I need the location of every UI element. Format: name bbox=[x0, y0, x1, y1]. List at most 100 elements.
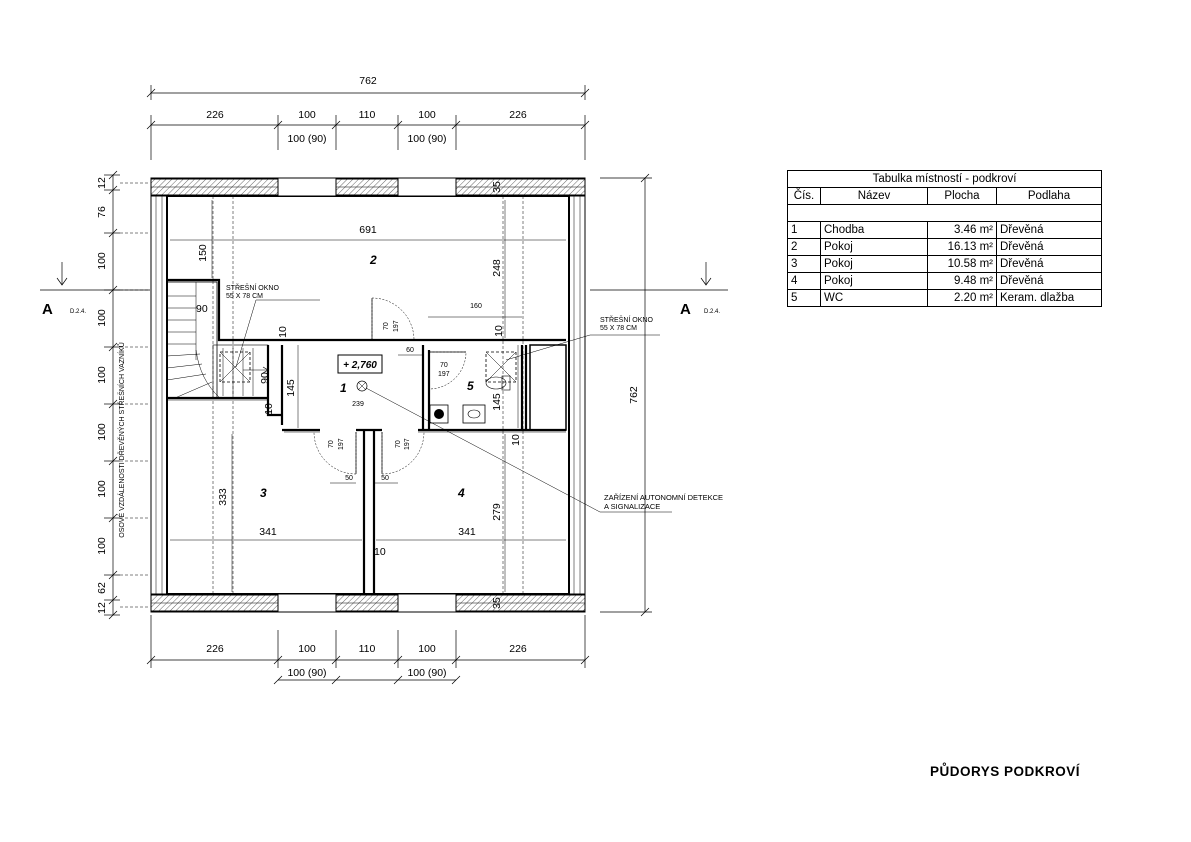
dim-10e: 10 bbox=[374, 546, 386, 558]
cell-name: Pokoj bbox=[820, 272, 928, 290]
section-ref-left: D.2.4. bbox=[70, 309, 86, 315]
interior-dimensions: 691 150 248 90 10 145 90 10 60 160 10 14… bbox=[170, 181, 566, 609]
room-number-3: 3 bbox=[260, 486, 267, 500]
dim-left-4: 100 bbox=[96, 309, 108, 327]
room-table-header-name: Název bbox=[820, 187, 928, 205]
cell-name: WC bbox=[820, 289, 928, 307]
dim-left-8: 100 bbox=[96, 537, 108, 555]
table-row: 4 Pokoj 9.48 m² Dřevěná bbox=[787, 272, 1102, 290]
dim-top-1: 226 bbox=[206, 109, 224, 121]
dim-10c: 10 bbox=[493, 325, 505, 337]
section-letter-left: A bbox=[42, 301, 53, 318]
cell-number: 5 bbox=[787, 289, 821, 307]
dim-bottom-3: 110 bbox=[359, 643, 376, 655]
dim-60: 60 bbox=[406, 347, 414, 354]
dim-left-1: 12 bbox=[96, 177, 108, 189]
dim-10b: 10 bbox=[263, 403, 275, 415]
table-row: 5 WC 2.20 m² Keram. dlažba bbox=[787, 289, 1102, 307]
left-axis-label: OSOVÉ VZDÁLENOSTI DŘEVĚNÝCH STŘEŠNÍCH VA… bbox=[117, 342, 126, 538]
door1-w: 70 bbox=[383, 322, 390, 330]
roof-windows bbox=[150, 178, 586, 612]
cell-floor: Dřevěná bbox=[996, 272, 1102, 290]
dim-left-5: 100 bbox=[96, 366, 108, 384]
dim-left-2: 76 bbox=[96, 206, 108, 218]
dim-150: 150 bbox=[197, 244, 209, 262]
room-table-header-area: Plocha bbox=[927, 187, 997, 205]
smoke-detector bbox=[356, 380, 672, 513]
dim-333: 333 bbox=[217, 488, 229, 506]
cell-number: 4 bbox=[787, 272, 821, 290]
outer-walls bbox=[150, 177, 586, 613]
door4-h: 197 bbox=[404, 438, 411, 450]
dim-50b: 50 bbox=[381, 475, 389, 482]
dim-341b: 341 bbox=[458, 526, 476, 538]
dim-279: 279 bbox=[491, 503, 503, 521]
cell-area: 9.48 m² bbox=[927, 272, 997, 290]
cell-area: 16.13 m² bbox=[927, 238, 997, 256]
roof-structure-lines bbox=[155, 196, 581, 594]
dim-right-total: 762 bbox=[628, 386, 640, 404]
level-mark-text: + 2,760 bbox=[343, 360, 377, 371]
dim-top-sub-2: 100 (90) bbox=[407, 133, 446, 145]
detector-label-line2: A SIGNALIZACE bbox=[604, 502, 660, 511]
cell-name: Pokoj bbox=[820, 255, 928, 273]
dim-bottom-sub-1: 100 (90) bbox=[287, 667, 326, 679]
cell-floor: Dřevěná bbox=[996, 238, 1102, 256]
cell-area: 3.46 m² bbox=[927, 221, 997, 239]
dim-35b: 35 bbox=[491, 597, 503, 609]
dim-90b: 90 bbox=[259, 372, 271, 384]
doors bbox=[313, 297, 467, 475]
cell-number: 2 bbox=[787, 238, 821, 256]
dim-top-sub-1: 100 (90) bbox=[287, 133, 326, 145]
dim-left-7: 100 bbox=[96, 480, 108, 498]
room-table-title: Tabulka místností - podkroví bbox=[787, 170, 1102, 188]
dim-691: 691 bbox=[359, 224, 377, 236]
dim-145b: 145 bbox=[491, 393, 503, 411]
cell-area: 2.20 m² bbox=[927, 289, 997, 307]
right-dimension: 762 bbox=[600, 173, 652, 617]
dim-35a: 35 bbox=[491, 181, 503, 193]
dim-248: 248 bbox=[491, 259, 503, 277]
left-dimension-chain: 12 76 100 100 100 100 100 100 62 12 OSOV… bbox=[96, 170, 150, 620]
roof-window-1-size: 55 X 78 CM bbox=[226, 293, 263, 300]
cell-floor: Dřevěná bbox=[996, 255, 1102, 273]
roof-window-marker-1 bbox=[219, 299, 320, 383]
dim-left-3: 100 bbox=[96, 252, 108, 270]
room-table: Tabulka místností - podkroví Čís. Název … bbox=[787, 170, 1102, 307]
cell-number: 1 bbox=[787, 221, 821, 239]
section-letter-right: A bbox=[680, 301, 691, 318]
room-number-1: 1 bbox=[340, 381, 347, 395]
dim-left-9: 62 bbox=[96, 582, 108, 594]
cell-name: Chodba bbox=[820, 221, 928, 239]
roof-window-2-label: STŘEŠNÍ OKNO bbox=[600, 315, 653, 324]
top-dimension-chains: 762 226 100 110 100 226 100 (90) 100 (90… bbox=[146, 75, 590, 160]
door4-w: 70 bbox=[395, 440, 402, 448]
door2-w: 70 bbox=[440, 362, 448, 369]
wc-fixtures bbox=[429, 375, 511, 424]
dim-top-3: 110 bbox=[359, 109, 376, 121]
door3-w: 70 bbox=[328, 440, 335, 448]
dim-bottom-2: 100 bbox=[298, 643, 316, 655]
dim-bottom-5: 226 bbox=[509, 643, 527, 655]
cell-floor: Keram. dlažba bbox=[996, 289, 1102, 307]
door2-h: 197 bbox=[438, 371, 450, 378]
room-numbers: 1 2 3 4 5 bbox=[260, 253, 474, 500]
section-mark-right: A D.2.4. bbox=[590, 262, 728, 318]
section-ref-right: D.2.4. bbox=[704, 309, 720, 315]
dim-top-5: 226 bbox=[509, 109, 527, 121]
dim-bottom-sub-2: 100 (90) bbox=[407, 667, 446, 679]
dim-top-total: 762 bbox=[359, 75, 377, 87]
dim-50a: 50 bbox=[345, 475, 353, 482]
room-table-header-floor: Podlaha bbox=[996, 187, 1102, 205]
dim-10d: 10 bbox=[510, 434, 522, 446]
room-number-2: 2 bbox=[369, 253, 377, 267]
interior-walls bbox=[167, 278, 566, 594]
dim-left-10: 12 bbox=[96, 602, 108, 614]
dim-bottom-4: 100 bbox=[418, 643, 436, 655]
dim-90a: 90 bbox=[196, 303, 208, 315]
room-table-header-number: Čís. bbox=[787, 187, 821, 205]
table-row: 2 Pokoj 16.13 m² Dřevěná bbox=[787, 238, 1102, 256]
roof-window-1-label: STŘEŠNÍ OKNO bbox=[226, 283, 279, 292]
dim-145a: 145 bbox=[285, 379, 297, 397]
